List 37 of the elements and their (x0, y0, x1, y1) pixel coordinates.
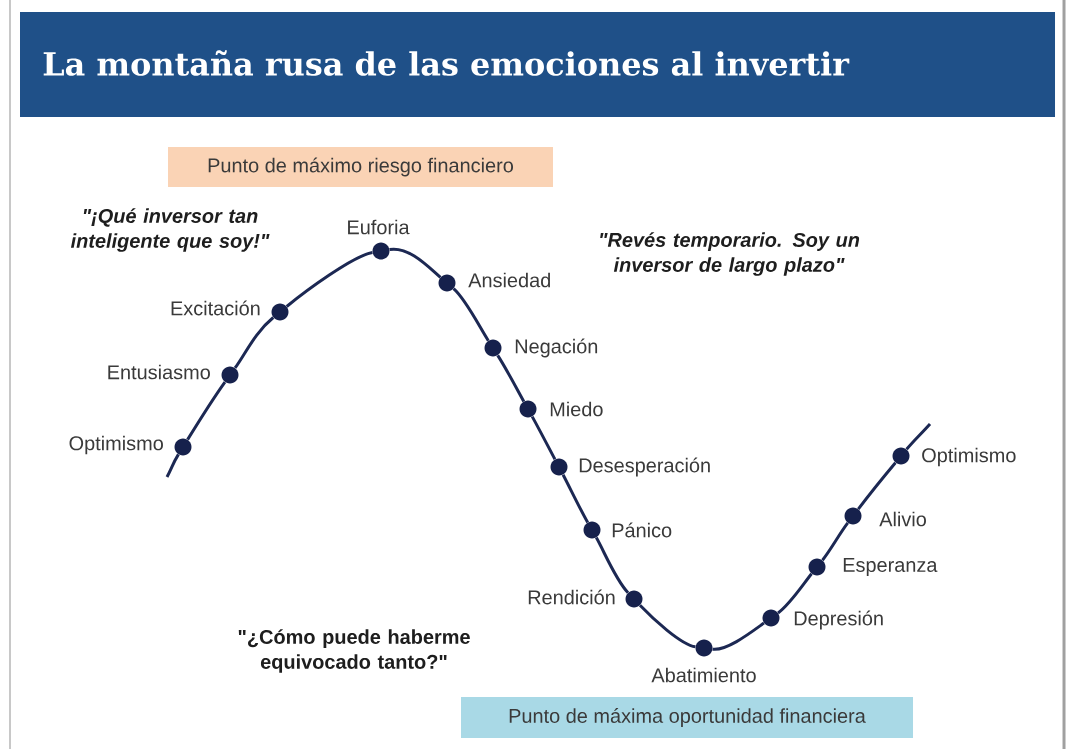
emotion-label: Pánico (612, 522, 672, 538)
curve-line (777, 572, 813, 615)
curve-line (186, 381, 227, 441)
emotion-label: Optimismo (69, 435, 163, 455)
highlight-band: Punto de máximo riesgo financiero (168, 147, 553, 187)
curve-line (389, 247, 442, 279)
curve-line (496, 354, 526, 403)
quote-text: "¿Cómo puede haberme equivocado tanto?" (238, 629, 470, 673)
curve-line (905, 423, 932, 451)
emotion-label: Euforia (348, 219, 410, 235)
emotion-label: Depresión (794, 610, 883, 630)
emotion-label: Negación (515, 338, 598, 358)
curve-line (821, 522, 849, 562)
curve-line (165, 453, 180, 478)
title-bar: La montaña rusa de las emociones al invertir (20, 12, 1055, 117)
emotion-label: Entusiasmo (108, 364, 210, 380)
emotion-label: Rendición (528, 589, 615, 605)
emotion-label: Excitación (171, 300, 260, 316)
curve-line (857, 461, 897, 510)
emotion-label: Ansiedad (468, 272, 550, 288)
curve-line (452, 287, 490, 342)
curve-line (561, 474, 590, 524)
emotion-label: Optimismo (922, 447, 1016, 467)
highlight-band: Punto de máxima oportunidad financiera (461, 697, 913, 738)
emotion-label: Alivio (879, 511, 926, 527)
emotion-label: Esperanza (843, 558, 938, 576)
curve-line (233, 316, 275, 369)
emotion-label: Desesperación (579, 457, 710, 477)
quote-text: "¡Qué inversor tan inteligente que soy!" (70, 208, 270, 252)
curve-line (530, 415, 557, 461)
emotion-label: Abatimiento (651, 667, 756, 683)
curve-line (638, 604, 696, 649)
curve-line (712, 621, 765, 651)
curve-line (285, 251, 373, 308)
quote-text: "Revés temporario. Soy un inversor de largo plazo" (600, 232, 860, 276)
emotion-label: Miedo (550, 401, 603, 417)
curve-line (595, 536, 630, 594)
